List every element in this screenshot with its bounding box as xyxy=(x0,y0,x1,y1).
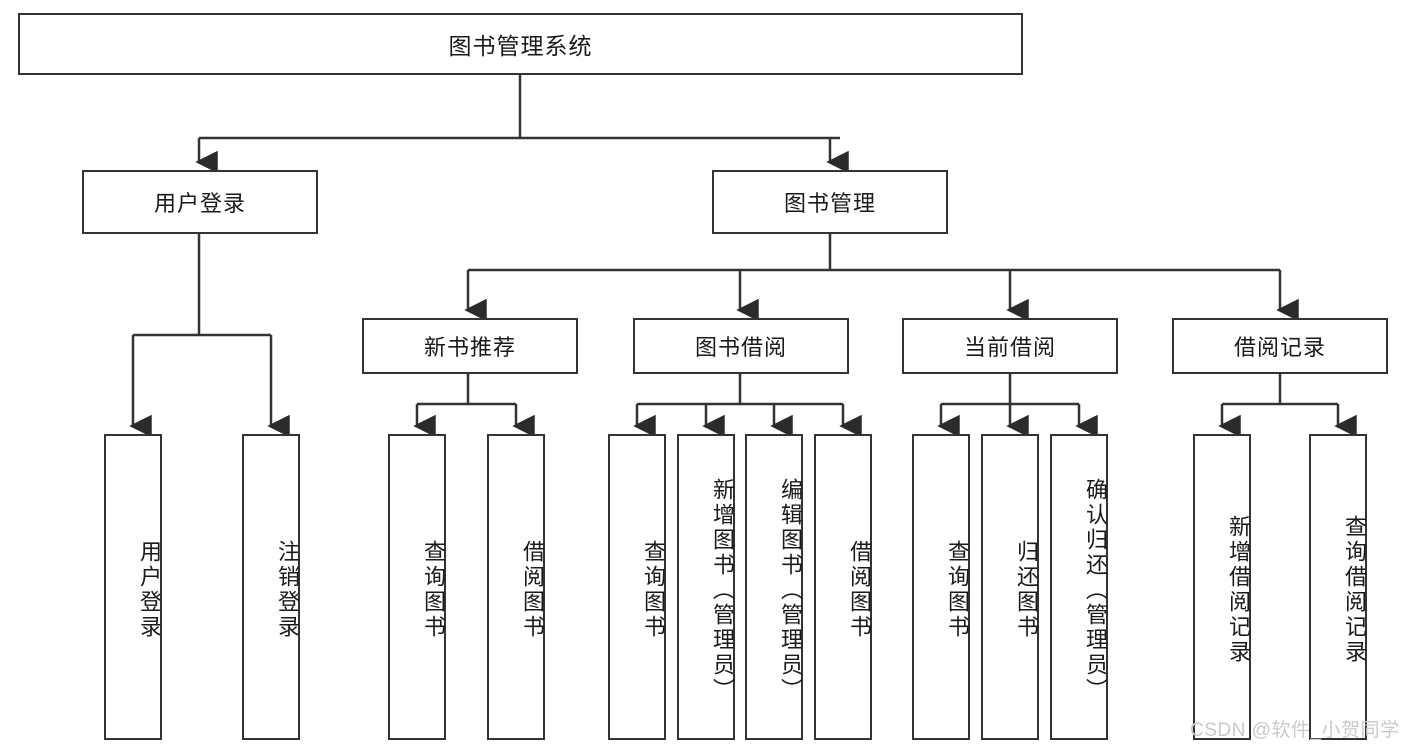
csdn-watermark: CSDN @软件_小贺同学 xyxy=(1190,720,1400,741)
leaf-bw-add-book-admin[interactable]: 新增图书（管理员） xyxy=(677,434,735,740)
leaf-bw-borrow-book[interactable]: 借阅图书 xyxy=(814,434,872,740)
node-current-borrow[interactable]: 当前借阅 xyxy=(902,318,1118,374)
leaf-rc-add-record[interactable]: 新增借阅记录 xyxy=(1193,434,1251,740)
leaf-bw-query-book[interactable]: 查询图书 xyxy=(608,434,666,740)
node-book-borrow[interactable]: 图书借阅 xyxy=(633,318,849,374)
leaf-nb-borrow-book[interactable]: 借阅图书 xyxy=(487,434,545,740)
leaf-logout[interactable]: 注销登录 xyxy=(242,434,300,740)
leaf-nb-query-book[interactable]: 查询图书 xyxy=(388,434,446,740)
node-book-management[interactable]: 图书管理 xyxy=(712,170,948,234)
node-user-login[interactable]: 用户登录 xyxy=(82,170,318,234)
leaf-user-login[interactable]: 用户登录 xyxy=(104,434,162,740)
leaf-cb-confirm-return-admin[interactable]: 确认归还（管理员） xyxy=(1050,434,1108,740)
node-root[interactable]: 图书管理系统 xyxy=(18,13,1023,75)
leaf-bw-edit-book-admin[interactable]: 编辑图书（管理员） xyxy=(745,434,803,740)
node-borrow-records[interactable]: 借阅记录 xyxy=(1172,318,1388,374)
leaf-cb-return-book[interactable]: 归还图书 xyxy=(981,434,1039,740)
leaf-cb-query-book[interactable]: 查询图书 xyxy=(912,434,970,740)
node-new-book-recommend[interactable]: 新书推荐 xyxy=(362,318,578,374)
leaf-rc-query-record[interactable]: 查询借阅记录 xyxy=(1309,434,1367,740)
